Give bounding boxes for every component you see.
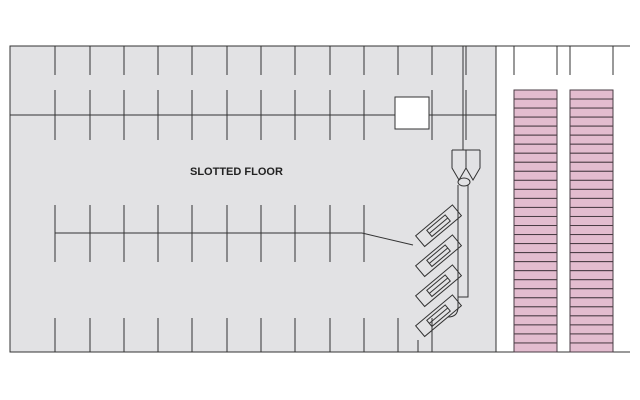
bin-slot <box>513 225 558 236</box>
bin-slot <box>513 116 558 127</box>
bin-slot <box>513 315 558 326</box>
unit-body <box>414 264 463 308</box>
bin-slot <box>513 261 558 272</box>
bin-slot <box>569 333 614 344</box>
bin-slot <box>569 143 614 154</box>
conveyor-unit <box>414 234 463 278</box>
bin-slot <box>569 252 614 263</box>
unit-body <box>414 234 463 278</box>
bin-slot <box>569 261 614 272</box>
bin-slot <box>569 225 614 236</box>
bin-slot <box>569 288 614 299</box>
bin-slot <box>513 125 558 136</box>
bin-slot <box>513 197 558 208</box>
conveyor-unit <box>414 264 463 308</box>
bin-slot <box>569 297 614 308</box>
bin-slot <box>513 179 558 190</box>
slotted-floor-label: SLOTTED FLOOR <box>190 166 283 178</box>
conveyor-unit <box>414 294 463 338</box>
bin-slot <box>513 243 558 254</box>
bin-slot <box>569 234 614 245</box>
unit-stripe <box>429 217 449 234</box>
slotted-floor-area <box>9 45 497 353</box>
bin-slot <box>569 188 614 199</box>
bin-slot <box>569 107 614 118</box>
bin-slot <box>569 243 614 254</box>
bin-slot <box>569 116 614 127</box>
bin-slot <box>513 152 558 163</box>
bin-slot <box>513 279 558 290</box>
bin-slot <box>513 107 558 118</box>
bin-slot <box>513 98 558 109</box>
bin-slot <box>513 288 558 299</box>
bin-slot <box>569 170 614 181</box>
bin-slot <box>569 152 614 163</box>
bin-slot <box>513 234 558 245</box>
bin-slot <box>513 342 558 353</box>
conveyor-unit <box>414 204 463 248</box>
bin-slot <box>513 188 558 199</box>
duct-connector <box>361 232 414 246</box>
bin-slot <box>569 324 614 335</box>
bin-slot <box>569 89 614 100</box>
fan-box <box>394 96 430 130</box>
bin-slot <box>569 179 614 190</box>
bin-slot <box>513 324 558 335</box>
bin-slot <box>513 270 558 281</box>
bin-slot <box>513 206 558 217</box>
bin-slot <box>513 89 558 100</box>
bin-slot <box>569 98 614 109</box>
bin-slot <box>569 206 614 217</box>
conveyor-system <box>447 149 481 318</box>
unit-stripe <box>429 247 449 264</box>
bin-slot <box>513 333 558 344</box>
bin-slot <box>569 215 614 227</box>
bin-slot <box>569 306 614 317</box>
bin-slot <box>569 270 614 281</box>
bin-slot <box>569 161 614 172</box>
bin-slot <box>513 134 558 145</box>
bin-slot <box>513 170 558 181</box>
unit-body <box>414 204 463 248</box>
bin-slot <box>513 143 558 154</box>
unit-stripe <box>429 277 449 294</box>
unit-stripe <box>429 307 449 324</box>
bin-slot <box>513 215 558 227</box>
bin-slot <box>569 197 614 208</box>
storage-bins <box>513 89 614 353</box>
bin-slot <box>513 306 558 317</box>
bin-slot <box>513 252 558 263</box>
bin-slot <box>513 161 558 172</box>
bin-slot <box>569 134 614 145</box>
bin-slot <box>569 315 614 326</box>
bin-slot <box>569 342 614 353</box>
conveyor-units <box>414 204 463 352</box>
bin-slot <box>513 297 558 308</box>
unit-body <box>414 294 463 338</box>
bin-slot <box>569 279 614 290</box>
bin-slot <box>569 125 614 136</box>
